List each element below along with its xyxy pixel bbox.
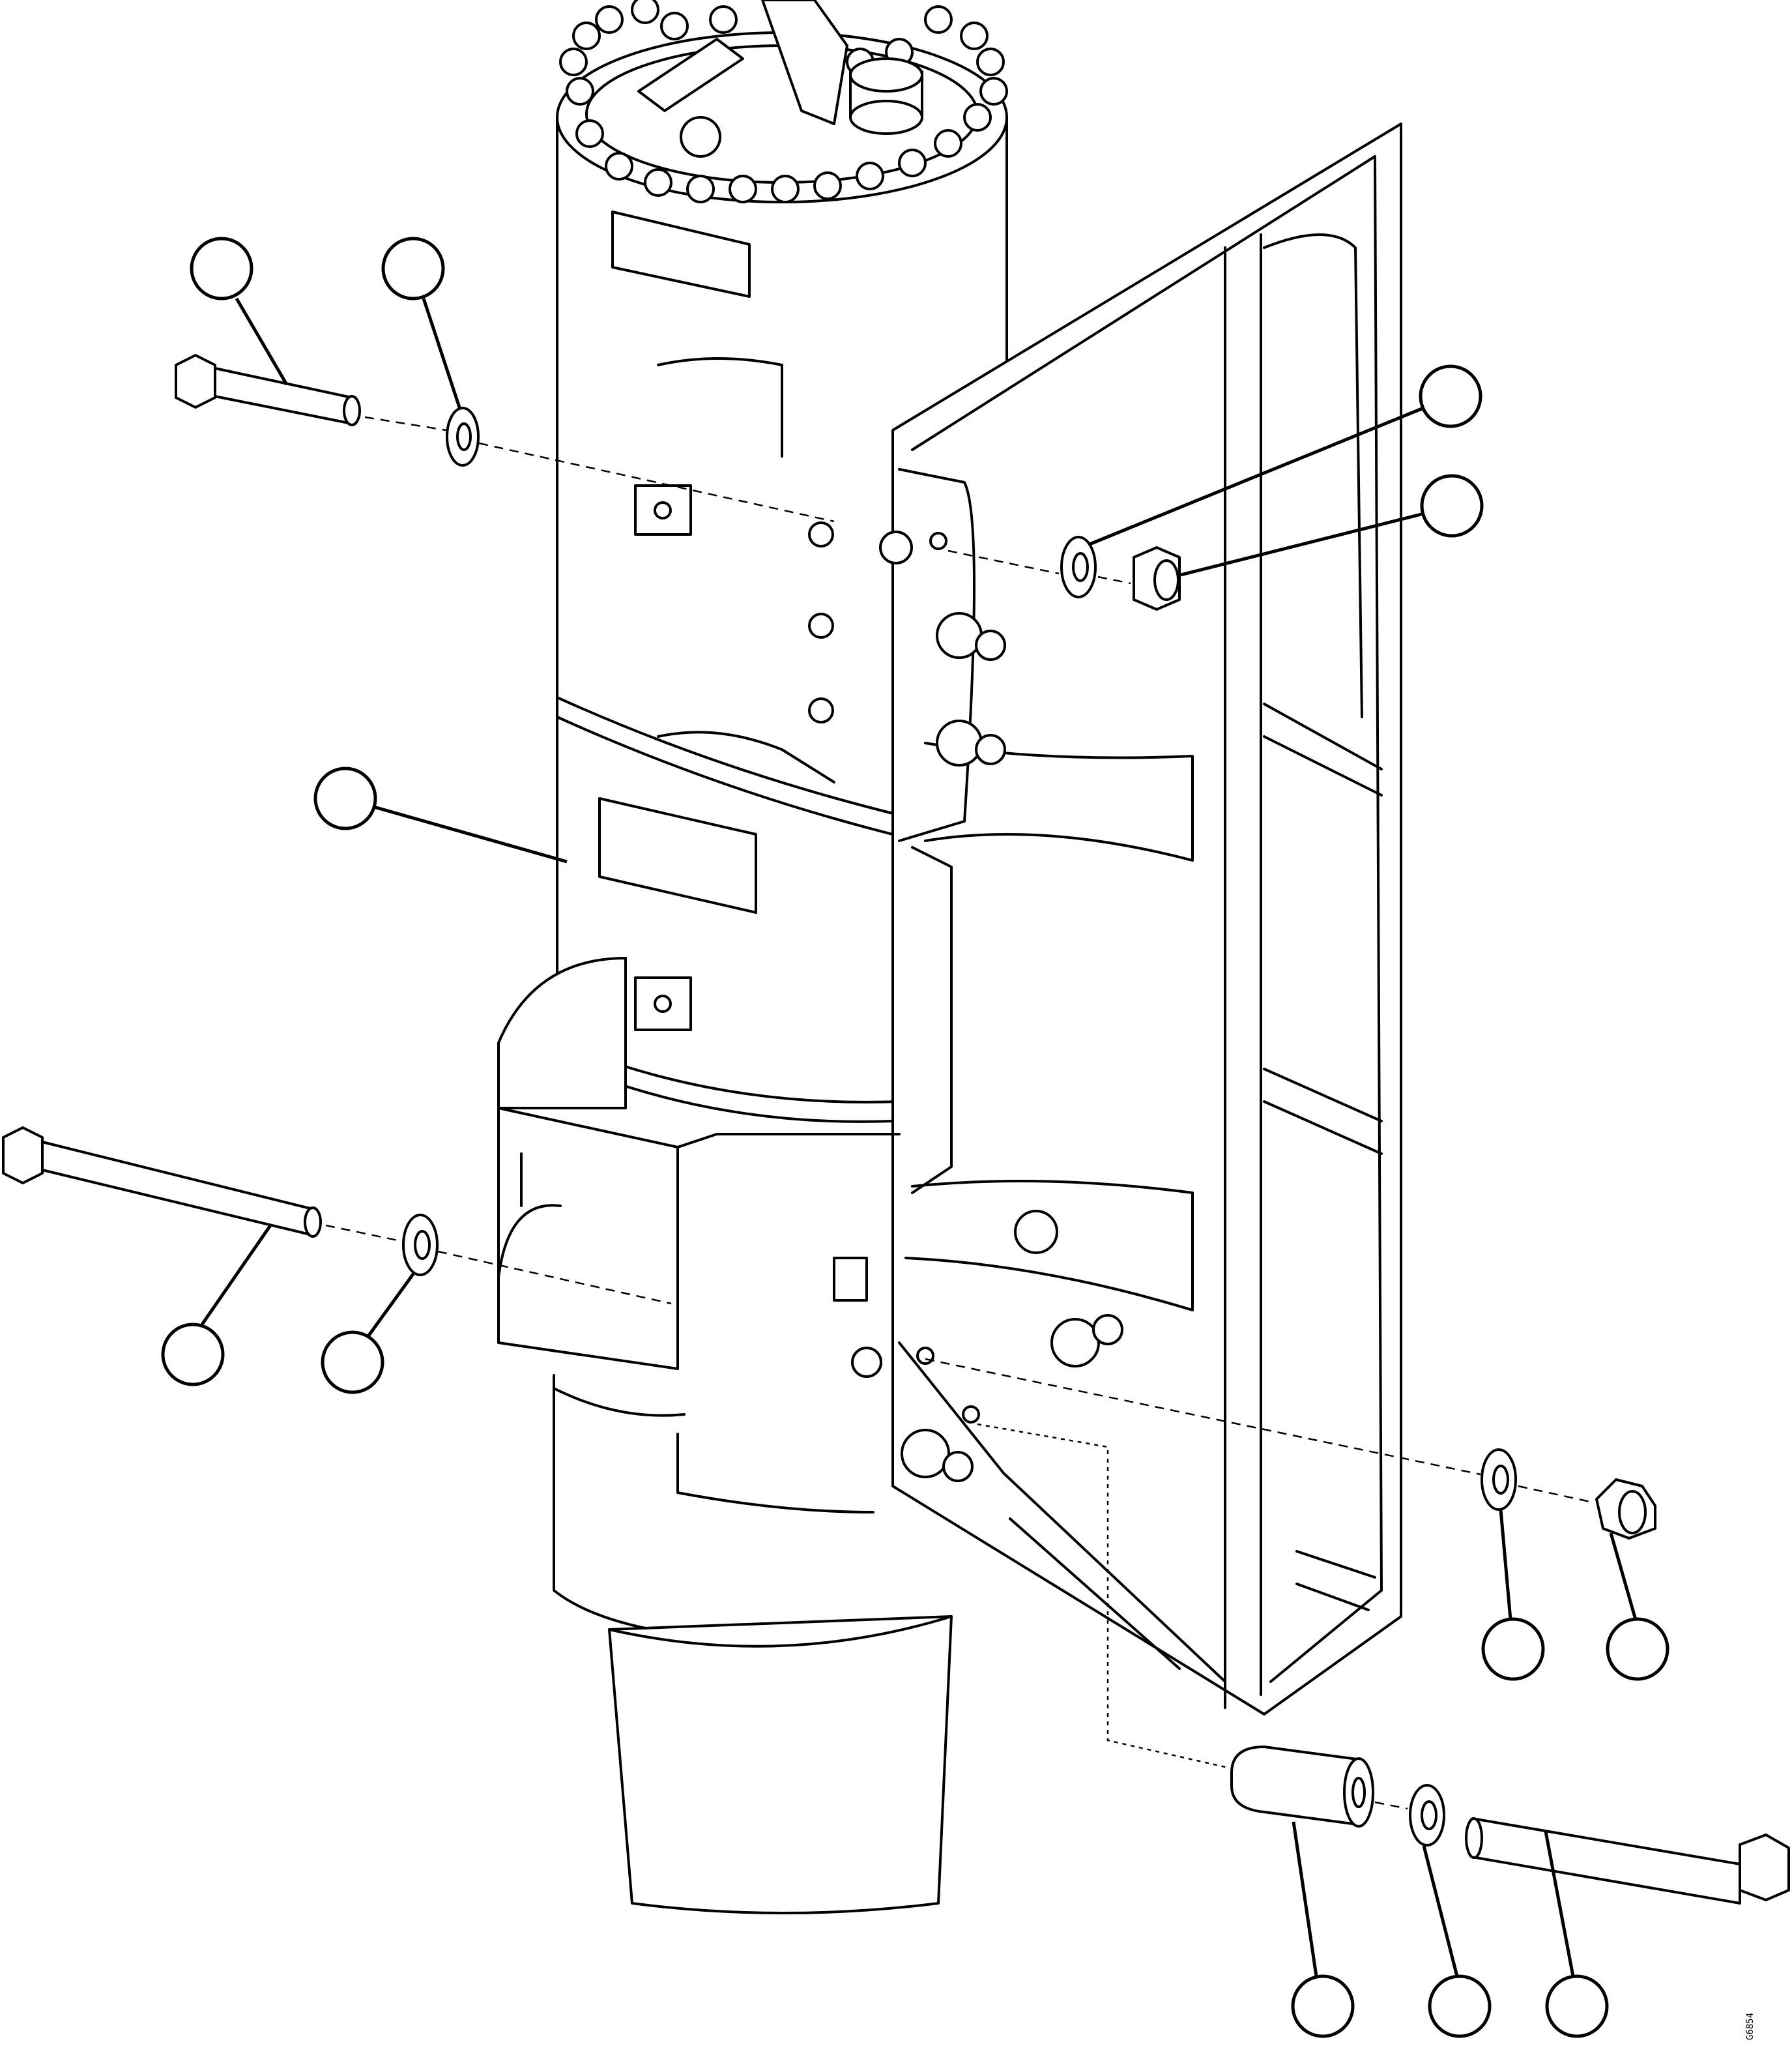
drawing-code: G6854 <box>1745 2013 1756 2040</box>
callout-balloon <box>1606 1617 1669 1681</box>
callout-balloon <box>1545 1974 1609 2038</box>
bottom-washer <box>1409 1784 1445 1847</box>
upper-left-washer <box>446 407 480 467</box>
lower-left-washer <box>402 1214 439 1276</box>
callouts <box>161 237 1669 2038</box>
callout-balloon <box>1291 1974 1355 2038</box>
callout-balloon <box>1419 364 1482 428</box>
upper-right-nut <box>1133 546 1181 611</box>
lower-housing <box>497 957 953 1914</box>
upper-left-bolt <box>175 354 361 426</box>
upper-right-washer <box>1060 536 1097 598</box>
callout-balloon <box>1428 1974 1492 2038</box>
callout-balloon <box>161 1323 225 1386</box>
lower-right-washer <box>1481 1448 1517 1511</box>
cover-bolt-ring <box>559 0 1008 203</box>
callout-balloon <box>313 767 377 830</box>
lower-left-bolt <box>2 1126 322 1238</box>
callout-balloon <box>1420 474 1484 538</box>
assembly-axes <box>325 416 1594 1810</box>
mounting-bracket <box>676 123 1402 1716</box>
lower-right-nut <box>1595 1478 1656 1540</box>
callout-balloon <box>1481 1617 1545 1681</box>
callout-balloon <box>190 237 253 300</box>
callout-balloon <box>321 1330 384 1394</box>
callout-balloon <box>381 237 445 300</box>
spacer-sleeve <box>1230 1746 1374 1828</box>
bottom-bolt <box>1465 1817 1790 1905</box>
